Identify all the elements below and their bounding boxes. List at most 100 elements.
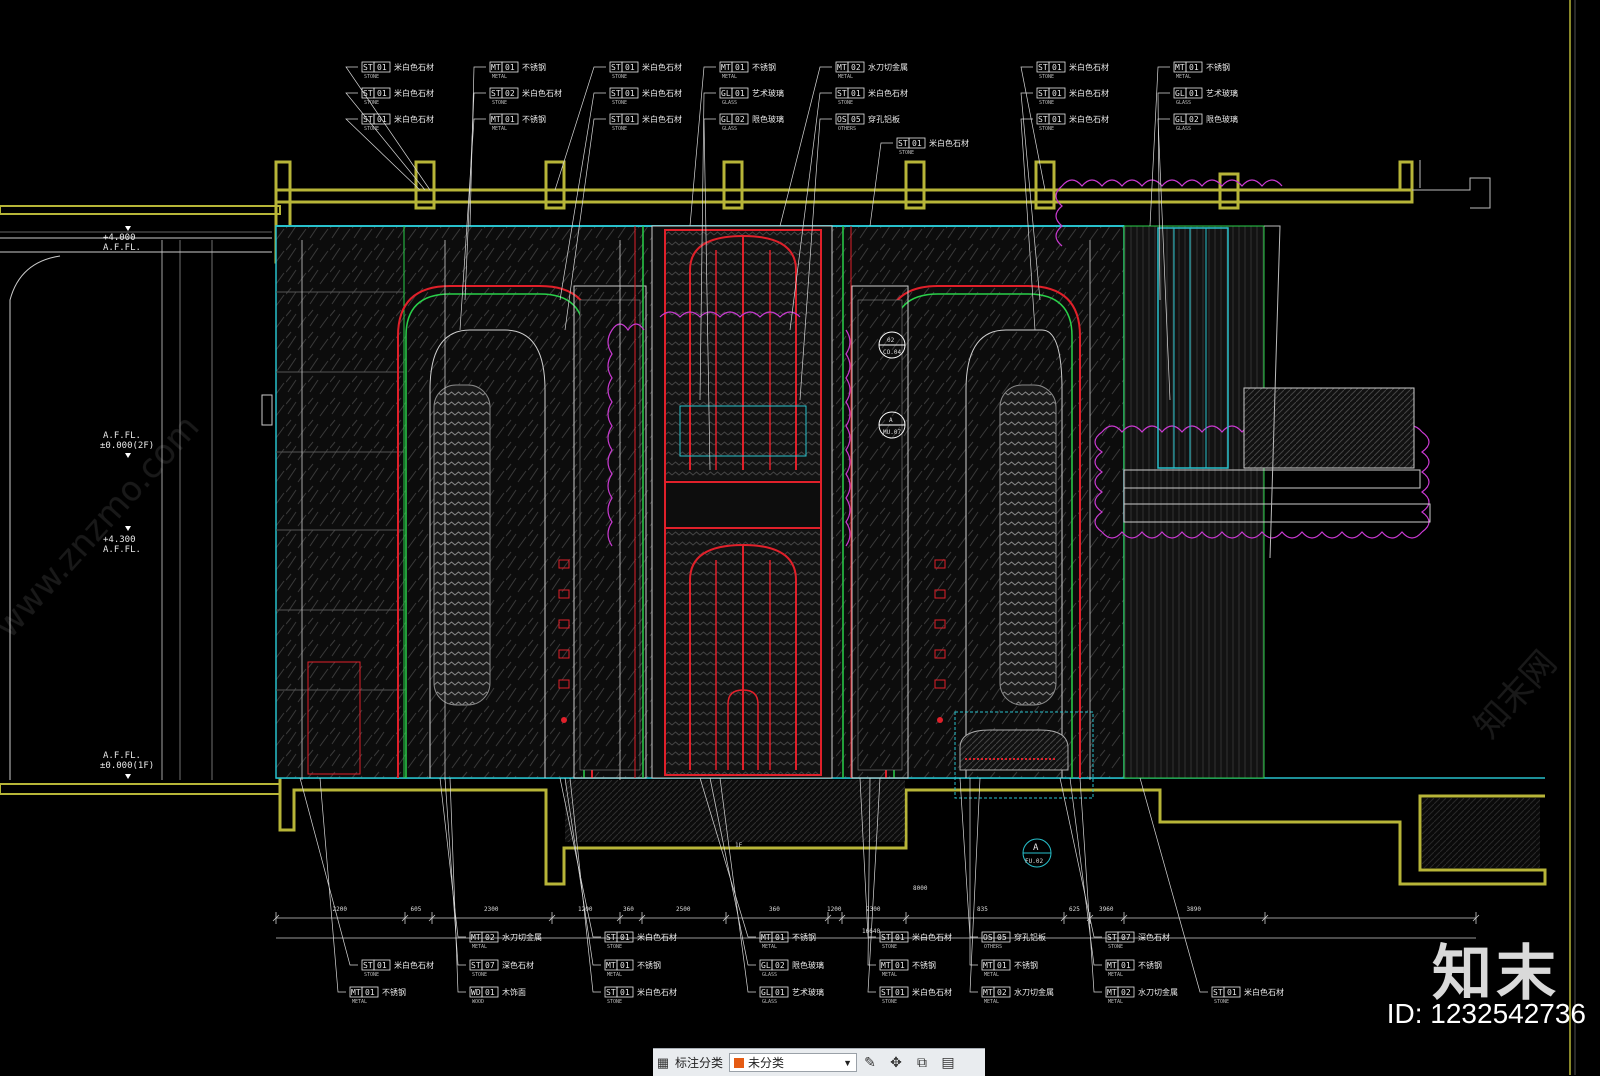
tag-number-box [373,87,391,99]
tag-category: STONE [1214,999,1229,1005]
paste-icon[interactable]: ▤ [941,1054,955,1070]
tag-code: MT [721,63,731,72]
tag-number: 01 [365,988,375,997]
tag-code: ST [611,89,621,98]
tag-number-box [621,113,639,125]
tag-description: 限色玻璃 [792,960,824,970]
tag-number: 02 [997,988,1007,997]
tag-description: 不锈钢 [912,960,936,970]
tag-description: 限色玻璃 [1206,114,1238,124]
tag-code: MT [351,988,361,997]
tag-number: 01 [1121,961,1131,970]
tag-number-box [1117,986,1135,998]
section-mark-co04: 02 CO.04 [878,331,906,359]
leader-line [1059,777,1102,938]
tag-number: 01 [377,63,387,72]
tag-code: ST [898,139,908,148]
edit-icon[interactable]: ✎ [864,1054,876,1070]
level-marker-icon [125,226,131,231]
tag-code: ST [606,988,616,997]
dim-1f-label: 1F [735,842,743,849]
tag-number-box [501,87,519,99]
dim-tick-slash [1472,914,1480,922]
tag-code: ST [881,933,891,942]
tag-category: METAL [762,944,777,950]
leader-lines [299,66,1208,993]
dim-label: 2300 [866,906,881,913]
category-dropdown[interactable]: 未分类 ▼ [729,1053,858,1072]
tag-description: 木饰面 [502,987,526,997]
leader-line [469,66,486,227]
tag-description: 不锈钢 [1206,62,1230,72]
tag-number: 02 [1189,115,1199,124]
dim-label: 835 [977,906,988,913]
tag-number-box [616,986,634,998]
tag-code: OS [983,933,993,942]
tag-category: STONE [492,100,507,106]
tag-number: 01 [505,115,515,124]
tag-description: 不锈钢 [522,114,546,124]
tag-category: OTHERS [984,944,1002,950]
tag-number-box [771,986,789,998]
tag-category: STONE [364,972,379,978]
dim-label: 605 [411,906,422,913]
tag-number-box [481,986,499,998]
toolbar-label: 标注分类 [675,1056,724,1070]
vertical-dimensions [161,240,1091,780]
tag-description: 不锈钢 [752,62,776,72]
title-block-edge [1569,0,1576,1075]
tag-code: ST [1038,115,1048,124]
leader-line [959,777,978,938]
tag-description: 水刀切金属 [1014,987,1054,997]
dim-8000: 8000 [913,885,928,892]
level-marker-icon [125,526,131,531]
tag-number-box [993,959,1011,971]
tag-description: 米白色石材 [929,138,969,148]
tag-number: 01 [895,961,905,970]
tag-code: MT [983,988,993,997]
copy-icon[interactable]: ⧉ [917,1054,928,1070]
tag-category: STONE [364,74,379,80]
tag-number-box [731,61,749,73]
tag-number-box [1048,113,1066,125]
leader-line [1069,777,1102,966]
dim-tick-slash [902,914,910,922]
tag-number: 01 [1189,63,1199,72]
dim-tick-slash [548,914,556,922]
tag-description: 米白色石材 [1244,987,1284,997]
tag-number: 01 [625,115,635,124]
tag-category: METAL [1108,972,1123,978]
tag-number-box [1185,61,1203,73]
leader-line [559,92,606,301]
tag-number-box [621,61,639,73]
dim-tick-slash [638,914,646,922]
level-afl-1f: A.F.FL. [103,751,141,761]
tag-code: ST [611,115,621,124]
tag-description: 米白色石材 [642,62,682,72]
tag-description: 不锈钢 [522,62,546,72]
tag-category: METAL [882,972,897,978]
tag-code: ST [606,933,616,942]
grid-icon[interactable]: ▦ [656,1054,670,1070]
leader-line [459,118,486,331]
leader-line [1157,92,1170,301]
tag-number: 07 [485,961,495,970]
tag-code: MT [491,63,501,72]
move-icon[interactable]: ✥ [890,1054,902,1070]
image-id: ID: 1232542736 [1386,998,1586,1029]
tag-number-box [771,959,789,971]
